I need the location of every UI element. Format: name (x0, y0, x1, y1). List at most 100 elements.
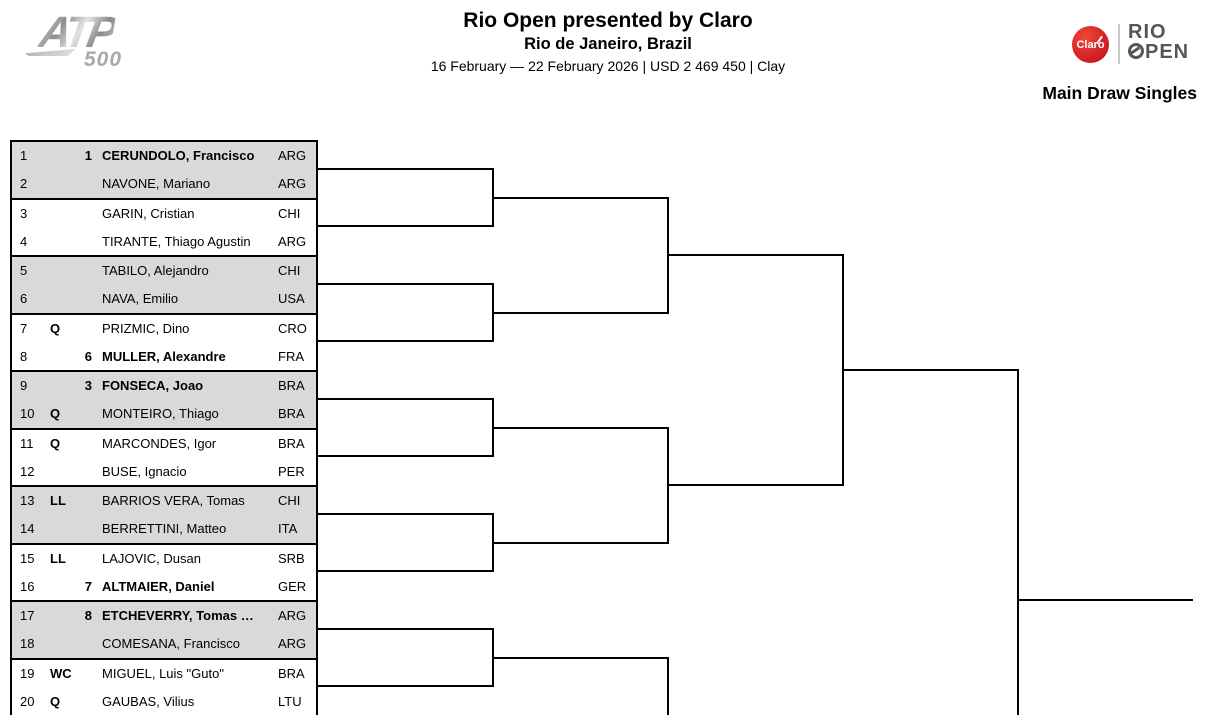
draw-entry-row: 2 NAVONE, Mariano ARG (12, 171, 316, 197)
bracket-line (318, 340, 493, 343)
player-country: ARG (278, 608, 307, 624)
rio-open-line1: RIO (1128, 21, 1167, 43)
player-country: PER (278, 463, 305, 479)
player-country: USA (278, 291, 305, 307)
player-name: BARRIOS VERA, Tomas (102, 493, 245, 509)
tournament-details: 16 February — 22 February 2026 | USD 2 4… (430, 58, 786, 74)
player-country: SRB (278, 550, 305, 566)
player-country: GER (278, 578, 307, 594)
tournament-title: Rio Open presented by Claro (463, 9, 753, 32)
bracket-line (318, 282, 493, 285)
bracket-line (493, 311, 668, 314)
entry-position: 10 (20, 406, 35, 422)
entry-position: 16 (20, 578, 35, 594)
bracket-line (1017, 369, 1019, 715)
player-country: LTU (278, 693, 302, 709)
bracket-line (318, 225, 493, 228)
player-name: TABILO, Alejandro (102, 263, 209, 279)
entry-type: Q (50, 320, 61, 336)
bracket-line (493, 196, 668, 199)
draw-entry-row: 7 Q PRIZMIC, Dino CRO (12, 315, 316, 341)
entry-seed: 7 (84, 578, 92, 594)
match-box: 17 8 ETCHEVERRY, Tomas … ARG 18 COMESANA, Fra… (10, 600, 318, 660)
player-name: GAUBAS, Vilius (102, 693, 195, 709)
player-name: MULLER, Alexandre (102, 348, 226, 364)
bracket-line (493, 656, 668, 659)
player-country: ARG (278, 176, 307, 192)
entry-position: 5 (20, 263, 28, 279)
entry-seed: 3 (84, 378, 92, 394)
entry-position: 8 (20, 348, 28, 364)
entry-position: 18 (20, 636, 35, 652)
bracket-line (318, 397, 493, 400)
entry-position: 9 (20, 378, 28, 394)
player-country: FRA (278, 348, 304, 364)
player-name: ALTMAIER, Daniel (102, 578, 215, 594)
logo-divider (1118, 24, 1120, 64)
entry-position: 14 (20, 521, 35, 537)
player-country: ARG (278, 636, 307, 652)
entry-position: 17 (20, 608, 35, 624)
entry-type: LL (50, 493, 66, 509)
entry-seed: 8 (84, 608, 92, 624)
player-country: BRA (278, 665, 305, 681)
bracket-line (493, 541, 668, 544)
atp-tier-label: 500 (84, 48, 123, 71)
bracket-line (318, 167, 493, 170)
entry-position: 6 (20, 291, 28, 307)
entry-position: 1 (20, 148, 28, 164)
player-name: NAVONE, Mariano (102, 176, 211, 192)
player-country: BRA (278, 378, 305, 394)
player-name: CERUNDOLO, Francisco (102, 148, 255, 164)
player-country: BRA (278, 406, 305, 422)
bracket-line (843, 369, 1018, 371)
entry-position: 3 (20, 205, 28, 221)
player-name: BERRETTINI, Matteo (102, 521, 227, 537)
player-name: GARIN, Cristian (102, 205, 195, 221)
player-country: CRO (278, 320, 307, 336)
draw-type-label: Main Draw Singles (1042, 83, 1197, 103)
bracket-line (667, 656, 669, 715)
player-name: MONTEIRO, Thiago (102, 406, 219, 422)
entry-position: 7 (20, 320, 28, 336)
entry-type: LL (50, 550, 66, 566)
entry-position: 2 (20, 176, 28, 192)
player-name: NAVA, Emilio (102, 291, 179, 307)
entry-position: 4 (20, 233, 28, 249)
entry-position: 11 (20, 435, 34, 451)
player-name: PRIZMIC, Dino (102, 320, 190, 336)
tournament-header: Rio Open presented by Claro Rio de Janei… (308, 9, 908, 75)
draw-entry-row: 16 7 ALTMAIER, Daniel GER (12, 573, 316, 599)
bracket-line (1018, 599, 1193, 601)
player-country: ITA (278, 521, 298, 537)
bracket-line (668, 484, 843, 486)
player-name: MARCONDES, Igor (102, 435, 217, 451)
entry-type: Q (50, 435, 61, 451)
rio-open-logo-icon: RIO PEN (1128, 21, 1189, 62)
bracket-line (318, 570, 493, 573)
player-country: ARG (278, 233, 307, 249)
player-name: ETCHEVERRY, Tomas … (102, 608, 254, 624)
player-name: COMESANA, Francisco (102, 636, 240, 652)
draw-entry-row: 6 NAVA, Emilio USA (12, 286, 316, 312)
entry-position: 13 (20, 493, 35, 509)
entry-position: 12 (20, 463, 35, 479)
